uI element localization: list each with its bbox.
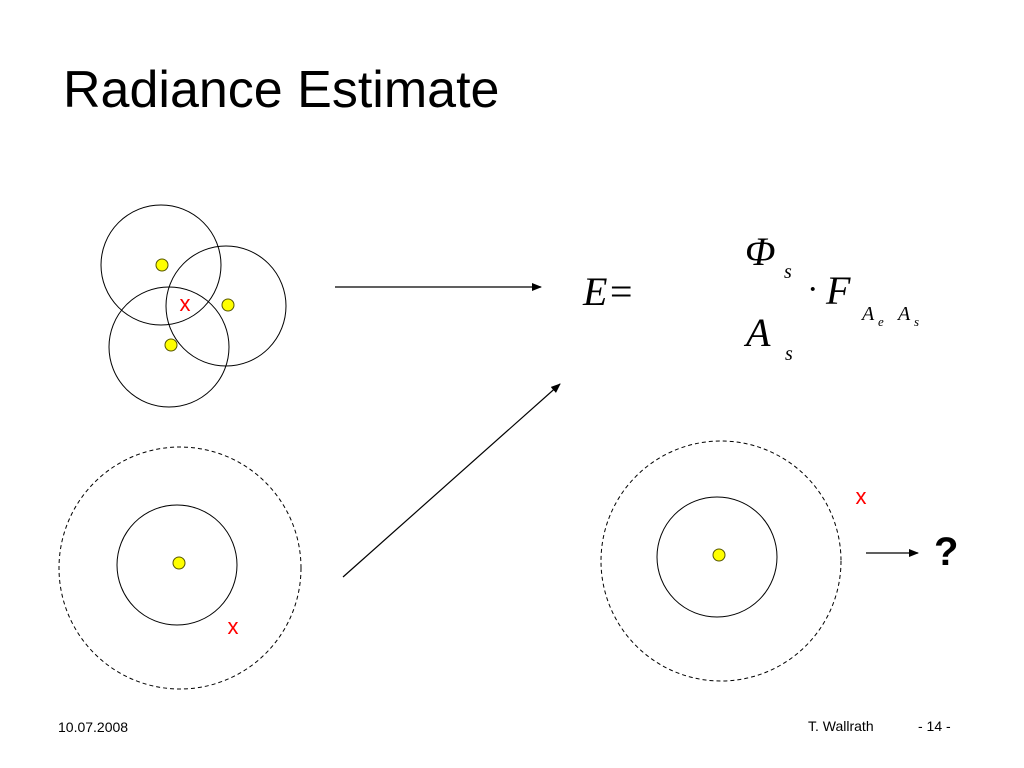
formula-factor: F bbox=[825, 268, 851, 313]
query-point-cross: x bbox=[856, 484, 867, 509]
formula-denominator-subscript: s bbox=[785, 343, 793, 365]
photon-circle bbox=[656, 496, 778, 618]
radiance-formula: E= Φ s A s · F A e A s bbox=[582, 229, 919, 365]
formula-factor-subscript-e: e bbox=[878, 314, 884, 329]
query-point-cross: x bbox=[180, 291, 191, 316]
formula-factor-subscript-s: s bbox=[914, 314, 919, 329]
search-radius-group-left: x bbox=[58, 446, 302, 690]
formula-numerator: Φ bbox=[745, 229, 775, 274]
formula-factor-subscript-a1: A bbox=[860, 303, 875, 325]
footer-author: T. Wallrath bbox=[808, 718, 874, 734]
photon-dot bbox=[155, 258, 169, 272]
footer-date: 10.07.2008 bbox=[58, 719, 129, 735]
photon-dot bbox=[172, 556, 186, 570]
photon-dot bbox=[164, 338, 178, 352]
formula-numerator-subscript: s bbox=[784, 261, 792, 283]
search-radius-group-right: x bbox=[600, 440, 867, 682]
arrow-diagonal-to-formula bbox=[342, 383, 561, 578]
query-point-cross: x bbox=[228, 614, 239, 639]
photon-dot bbox=[712, 548, 726, 562]
overlapping-circles-group: x bbox=[100, 204, 287, 408]
formula-dot: · bbox=[808, 271, 817, 308]
formula-factor-subscript-a2: A bbox=[896, 303, 911, 325]
search-radius-dashed-circle bbox=[58, 446, 302, 690]
formula-denominator: A bbox=[743, 310, 771, 355]
photon-dot bbox=[221, 298, 235, 312]
photon-circle-1 bbox=[100, 204, 222, 326]
search-radius-dashed-circle bbox=[600, 440, 842, 682]
photon-circle bbox=[116, 504, 238, 626]
footer-page-number: - 14 - bbox=[918, 718, 951, 734]
slide-title: Radiance Estimate bbox=[63, 61, 500, 119]
photon-circle-3 bbox=[108, 286, 230, 408]
question-mark: ? bbox=[934, 530, 959, 574]
formula-lhs: E= bbox=[582, 269, 634, 314]
